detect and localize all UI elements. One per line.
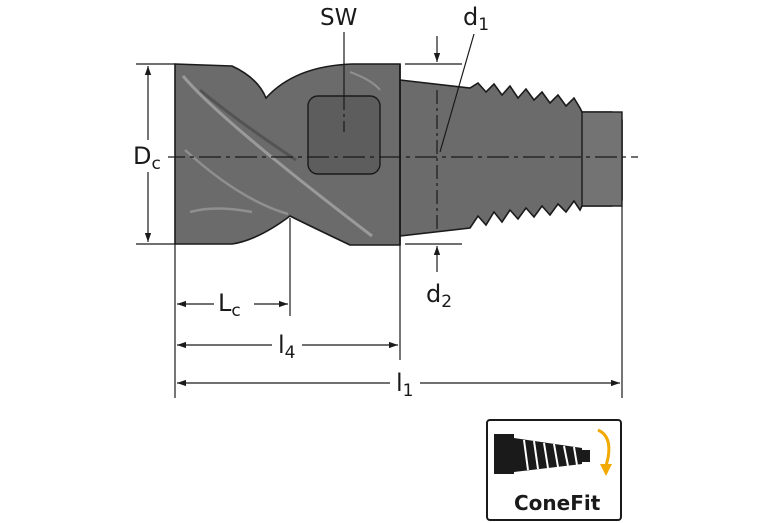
tool-body [174, 63, 623, 246]
svg-text:d2: d2 [426, 280, 452, 312]
svg-text:l1: l1 [396, 369, 414, 401]
svg-text:Dc: Dc [133, 142, 161, 174]
svg-text:l4: l4 [278, 331, 296, 363]
flute-5 [349, 71, 381, 91]
d1-subscript: 1 [478, 15, 489, 35]
dc-subscript: c [151, 154, 160, 174]
pilot-cylinder [581, 111, 623, 207]
lc-label: L [218, 289, 232, 317]
dc-dimension: Dc [128, 63, 175, 245]
dc-label: D [133, 142, 151, 170]
d1-label: d [463, 3, 478, 31]
lc-subscript: c [231, 301, 240, 321]
d2-dimension: d2 [405, 243, 462, 312]
svg-text:Lc: Lc [218, 289, 241, 321]
lc-dimension: Lc [177, 289, 288, 322]
flute-2 [184, 149, 289, 216]
d2-subscript: 2 [441, 292, 452, 312]
conefit-tool-icon [494, 434, 590, 474]
flute-1 [181, 75, 373, 238]
flute-4 [189, 207, 253, 214]
l1-subscript: 1 [403, 381, 414, 401]
l1-dimension: l1 [177, 369, 620, 401]
sw-label: SW [320, 5, 357, 31]
conefit-logo: ConeFit [486, 419, 622, 521]
d2-label: d [426, 280, 441, 308]
rotation-arrow-icon [597, 428, 611, 467]
flute-3 [199, 88, 297, 162]
l4-label: l [278, 331, 285, 359]
l4-dimension: l4 [177, 331, 398, 363]
l4-subscript: 4 [285, 343, 296, 363]
l1-label: l [396, 369, 403, 397]
svg-text:d1: d1 [463, 3, 489, 35]
d1-dimension: d1 [405, 3, 489, 153]
sw-dimension: SW [320, 5, 357, 96]
conefit-logo-text: ConeFit [514, 491, 601, 515]
